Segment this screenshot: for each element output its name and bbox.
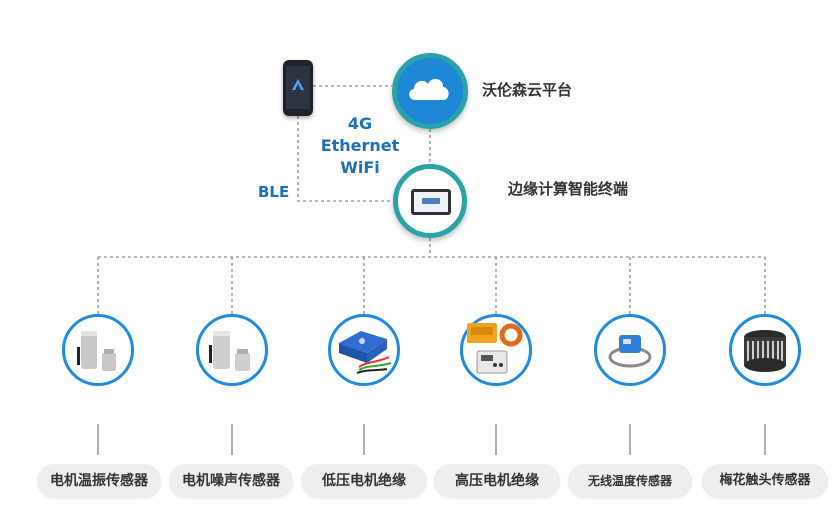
cloud-platform-label: 沃伦森云平台	[482, 81, 573, 99]
protocol-ethernet: Ethernet	[320, 136, 400, 155]
device-vibration-sensor	[62, 314, 134, 386]
network-protocols: 4G Ethernet WiFi	[315, 113, 405, 179]
cloud-platform-node	[392, 53, 468, 129]
noise-sensor-icon	[209, 331, 250, 371]
plum-contact-sensor-icon	[744, 330, 786, 372]
smartphone	[283, 60, 313, 116]
device-label-high-voltage-insulation: 高压电机绝缘	[434, 464, 560, 498]
low-voltage-insulation-icon	[339, 331, 392, 374]
device-low-voltage-insulation	[328, 314, 400, 386]
protocol-wifi: WiFi	[340, 158, 380, 177]
device-label-low-voltage-insulation: 低压电机绝缘	[301, 464, 427, 498]
protocol-4g: 4G	[347, 114, 373, 133]
edge-terminal-label: 边缘计算智能终端	[508, 180, 629, 198]
device-plum-contact-sensor	[729, 314, 801, 386]
smartphone-screen	[286, 66, 310, 109]
device-noise-sensor	[196, 314, 268, 386]
ble-label: BLE	[258, 183, 290, 201]
high-voltage-insulation-icon	[467, 323, 523, 374]
device-label-noise-sensor: 电机噪声传感器	[169, 464, 293, 498]
cloud-icon	[409, 78, 449, 100]
device-label-wireless-temperature-sensor: 无线温度传感器	[568, 464, 692, 498]
device-high-voltage-insulation	[460, 314, 532, 386]
vibration-sensor-icon	[77, 331, 116, 371]
device-label-vibration-sensor: 电机温振传感器	[37, 464, 161, 498]
smartphone-icon	[292, 79, 304, 90]
device-label-plum-contact-sensor: 梅花触头传感器	[702, 464, 828, 498]
edge-terminal-node	[393, 164, 467, 238]
tablet-icon	[411, 189, 451, 215]
device-wireless-temperature-sensor	[594, 314, 666, 386]
wireless-temperature-sensor-icon	[608, 335, 652, 368]
